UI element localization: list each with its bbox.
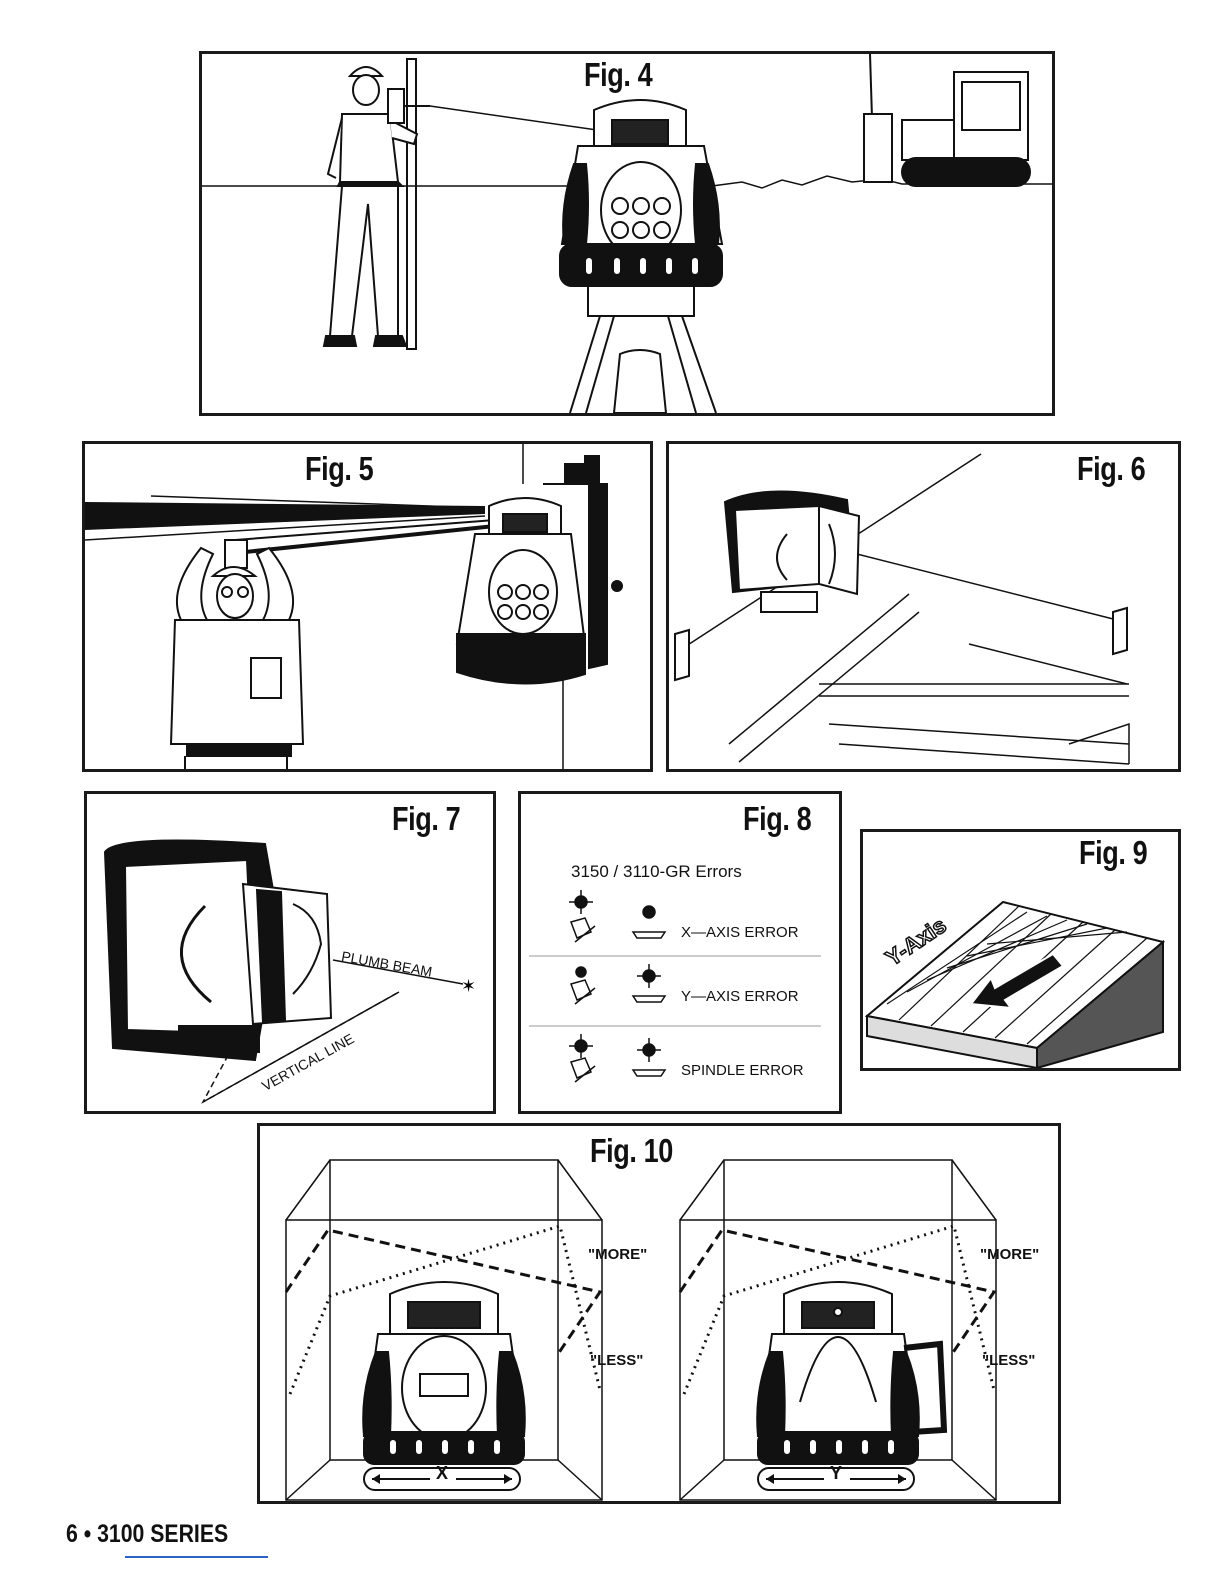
- fig5-title: Fig. 5: [305, 450, 373, 488]
- rotating-laser-x: [363, 1282, 525, 1464]
- footer-underline: [125, 1556, 268, 1558]
- rotating-laser: [725, 491, 859, 612]
- figure-10: Fig. 10 "MORE" "LESS" "MORE" "LESS" X Y: [257, 1123, 1061, 1504]
- less-label-right: "LESS": [982, 1352, 1035, 1369]
- y-axis-error-label: Y—AXIS ERROR: [681, 988, 799, 1005]
- excavator: [864, 54, 1030, 186]
- spindle-error-icons: [569, 1034, 665, 1082]
- spindle-error-label: SPINDLE ERROR: [681, 1062, 804, 1079]
- x-axis-error-label: X—AXIS ERROR: [681, 924, 799, 941]
- less-label-left: "LESS": [590, 1352, 643, 1369]
- rotating-laser: [457, 456, 622, 684]
- fig4-illustration: [202, 54, 1052, 413]
- figure-8: Fig. 8 3150 / 3110-GR Errors X—AXIS ERRO…: [518, 791, 842, 1114]
- fig9-title: Fig. 9: [1079, 834, 1147, 872]
- fig7-title: Fig. 7: [392, 800, 460, 838]
- rotating-laser: [105, 840, 331, 1060]
- more-label-right: "MORE": [980, 1246, 1039, 1263]
- fig6-title: Fig. 6: [1077, 450, 1145, 488]
- rotating-laser-y: [757, 1282, 944, 1464]
- worker-figure: [324, 67, 430, 346]
- fig10-illustration: [260, 1126, 1058, 1501]
- y-axis-error-icons: [571, 964, 665, 1004]
- fig5-illustration: [85, 444, 650, 769]
- tripod: [570, 286, 716, 413]
- fig8-title: Fig. 8: [743, 800, 811, 838]
- y-axis-letter: Y: [830, 1463, 842, 1484]
- figure-7: ✶ Fig. 7 PLUMB BEAM VERTICAL LINE: [84, 791, 496, 1114]
- worker-figure: [171, 540, 303, 769]
- figure-4: Fig. 4: [199, 51, 1055, 416]
- x-axis-error-icons: [569, 890, 665, 942]
- fig4-title: Fig. 4: [584, 56, 652, 94]
- more-label-left: "MORE": [588, 1246, 647, 1263]
- star-icon: ✶: [461, 976, 476, 996]
- figure-6: Fig. 6: [666, 441, 1181, 772]
- figure-5: Fig. 5: [82, 441, 653, 772]
- page-footer: 6 • 3100 SERIES: [66, 1520, 228, 1549]
- x-axis-letter: X: [436, 1463, 448, 1484]
- fig8-subtitle: 3150 / 3110-GR Errors: [571, 862, 742, 882]
- figure-9: Fig. 9 Y-Axis: [860, 829, 1181, 1071]
- fig6-illustration: [669, 444, 1178, 769]
- fig10-title: Fig. 10: [590, 1132, 673, 1170]
